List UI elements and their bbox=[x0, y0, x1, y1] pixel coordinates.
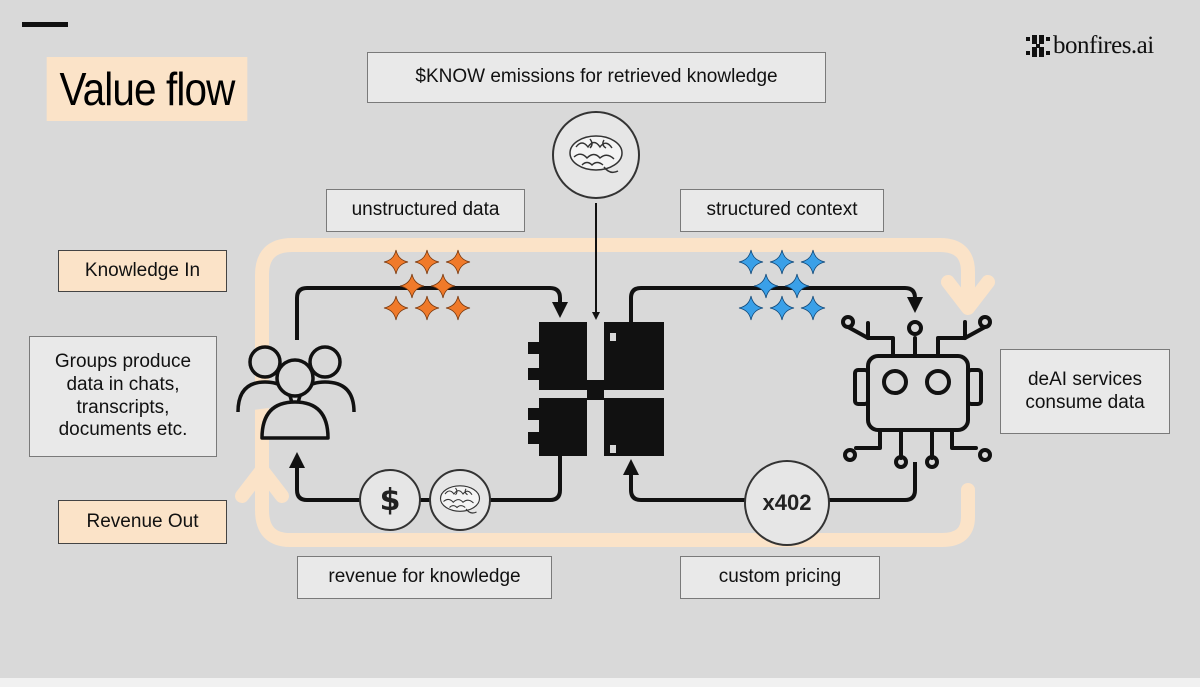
know-emissions-label: $KNOW emissions for retrieved knowledge bbox=[367, 52, 826, 103]
unstructured-data-label: unstructured data bbox=[326, 189, 525, 232]
logo: bonfires.ai bbox=[1026, 32, 1154, 59]
logo-text: bonfires.ai bbox=[1053, 32, 1154, 59]
sparkle-icon bbox=[784, 273, 810, 299]
sparkle-icon bbox=[430, 273, 456, 299]
sparkle-icon bbox=[769, 295, 795, 321]
sparkle-icon bbox=[414, 295, 440, 321]
sparkle-icon bbox=[383, 295, 409, 321]
robot-icon bbox=[841, 315, 992, 469]
bottom-band bbox=[0, 678, 1200, 687]
revenue-out-label: Revenue Out bbox=[58, 500, 227, 544]
knowledge-in-label: Knowledge In bbox=[58, 250, 227, 292]
sparkle-icon bbox=[800, 295, 826, 321]
sparkle-icon bbox=[738, 249, 764, 275]
sparkle-icon bbox=[414, 249, 440, 275]
sparkle-icon bbox=[753, 273, 779, 299]
sparkle-icon-orange-group bbox=[383, 249, 471, 321]
deai-services-label: deAI services consume data bbox=[1000, 349, 1170, 434]
outer-loop-arrowhead-down bbox=[941, 275, 995, 315]
sparkle-icon bbox=[445, 295, 471, 321]
custom-pricing-label: custom pricing bbox=[680, 556, 880, 599]
sparkle-icon bbox=[383, 249, 409, 275]
sparkle-icon-blue-group bbox=[738, 249, 826, 321]
flow-arrows bbox=[289, 286, 923, 502]
outer-loop-arrowhead-up bbox=[235, 463, 289, 503]
groups-description-label: Groups produce data in chats, transcript… bbox=[29, 336, 217, 457]
bonfires-grid-icon bbox=[1026, 35, 1050, 57]
sparkle-icon bbox=[399, 273, 425, 299]
outer-loop bbox=[255, 238, 975, 547]
bonfires-hub-icon bbox=[528, 322, 664, 456]
sparkle-icon bbox=[738, 295, 764, 321]
structured-context-label: structured context bbox=[680, 189, 884, 232]
sparkle-icon bbox=[800, 249, 826, 275]
page-title: Value flow bbox=[46, 57, 248, 121]
group-icon bbox=[236, 345, 356, 440]
revenue-for-knowledge-label: revenue for knowledge bbox=[297, 556, 552, 599]
accent-bar bbox=[22, 22, 68, 27]
sparkle-icon bbox=[769, 249, 795, 275]
x402-icon: x402 bbox=[762, 490, 812, 515]
dollar-icon: $ bbox=[379, 482, 401, 518]
sparkle-icon bbox=[445, 249, 471, 275]
